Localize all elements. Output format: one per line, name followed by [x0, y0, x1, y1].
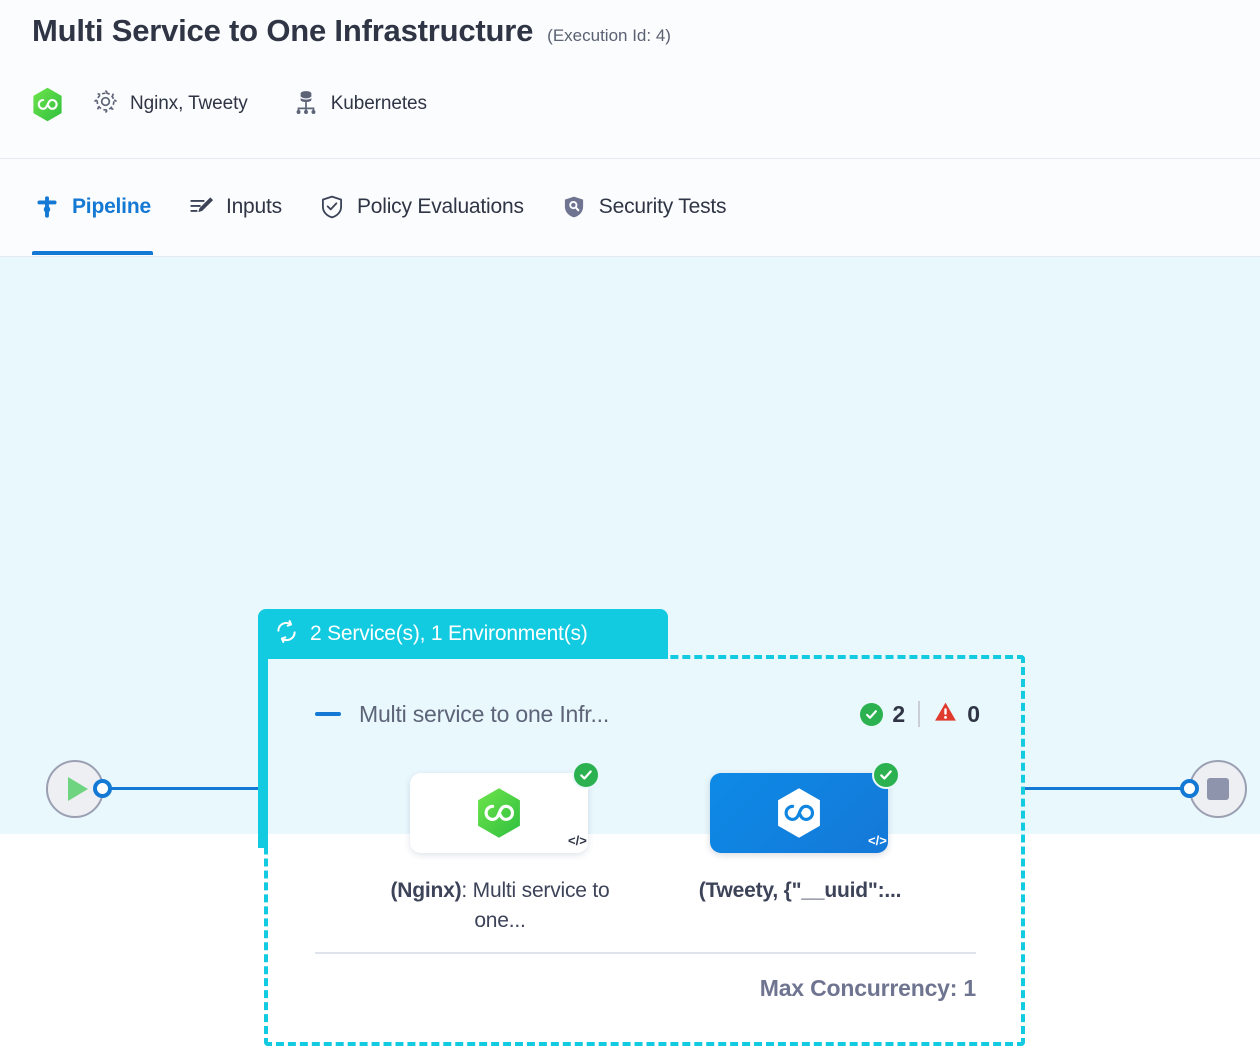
- service-label-nginx: (Nginx): Multi service to one...: [380, 876, 620, 936]
- code-icon[interactable]: </>: [568, 833, 587, 848]
- tab-security-tests[interactable]: Security Tests: [559, 159, 729, 255]
- shield-check-icon: [319, 194, 345, 220]
- warning-count: 0: [967, 700, 980, 727]
- pipeline-canvas[interactable]: 2 Service(s), 1 Environment(s) Multi ser…: [0, 257, 1260, 1046]
- start-node[interactable]: [46, 760, 104, 818]
- meta-row: Nginx, Tweety Kubernetes: [32, 84, 427, 124]
- service-label-nginx-bold: (Nginx): [390, 879, 462, 902]
- product-logo-group: [32, 87, 63, 122]
- inputs-icon: [188, 194, 214, 220]
- end-node-handle[interactable]: [1180, 779, 1199, 798]
- tab-pipeline-label: Pipeline: [72, 195, 151, 218]
- tab-bar: Pipeline Inputs Policy Evaluations: [0, 159, 1260, 257]
- tab-inputs-label: Inputs: [225, 195, 282, 218]
- max-concurrency-label: Max Concurrency: 1: [759, 975, 976, 1001]
- execution-id: (Execution Id: 4): [547, 26, 671, 45]
- service-label-nginx-rest: : Multi service to one...: [461, 879, 610, 932]
- code-icon[interactable]: </>: [868, 833, 887, 848]
- tab-pipeline[interactable]: Pipeline: [32, 159, 153, 255]
- stop-icon: [1207, 778, 1229, 800]
- group-status-counts: 2 0: [860, 700, 980, 729]
- service-label-tweety: (Tweety, {"__uuid":...: [680, 876, 920, 906]
- shield-scan-icon: [561, 194, 587, 220]
- edge-group-to-end: [1022, 787, 1190, 790]
- infrastructure-label: Kubernetes: [330, 93, 427, 114]
- database-cluster-icon: [292, 88, 320, 121]
- success-count: 2: [892, 700, 906, 727]
- page-header: Multi Service to One Infrastructure (Exe…: [0, 0, 1260, 159]
- counts-divider: [918, 701, 921, 727]
- check-circle-icon: [572, 761, 600, 789]
- pipeline-icon: [34, 194, 60, 220]
- hexagon-infinity-logo: [32, 87, 63, 122]
- hexagon-infinity-logo: [476, 787, 522, 839]
- check-circle-icon: [872, 761, 900, 789]
- service-card-tweety[interactable]: [710, 773, 888, 853]
- hexagon-infinity-logo: [776, 787, 822, 839]
- services-label: Nginx, Tweety: [130, 93, 248, 114]
- edge-start-to-group: [104, 787, 264, 790]
- tab-policy-evaluations-label: Policy Evaluations: [356, 195, 524, 218]
- service-card-nginx[interactable]: [410, 773, 588, 853]
- group-node-left-accent: [258, 653, 268, 848]
- tab-policy-evaluations[interactable]: Policy Evaluations: [317, 159, 526, 255]
- tab-inputs[interactable]: Inputs: [186, 159, 284, 255]
- page-title: Multi Service to One Infrastructure: [32, 13, 534, 48]
- title-row: Multi Service to One Infrastructure (Exe…: [32, 13, 671, 48]
- play-icon: [67, 777, 88, 801]
- loop-icon: [274, 619, 299, 649]
- group-title: Multi service to one Infr...: [359, 700, 610, 727]
- infrastructure-group: Kubernetes: [248, 88, 427, 121]
- minus-icon[interactable]: [315, 712, 341, 716]
- start-node-handle[interactable]: [93, 779, 112, 798]
- group-node-header[interactable]: 2 Service(s), 1 Environment(s): [258, 609, 668, 659]
- group-separator: [315, 952, 976, 954]
- check-circle-icon: [860, 702, 884, 726]
- gear-icon: [92, 88, 119, 120]
- warning-triangle-icon: [933, 700, 958, 729]
- service-label-tweety-bold: (Tweety, {"__uuid":...: [698, 879, 902, 902]
- tab-security-tests-label: Security Tests: [598, 195, 727, 218]
- services-group: Nginx, Tweety: [63, 88, 248, 120]
- group-title-row: Multi service to one Infr... 2 0: [315, 693, 980, 735]
- group-node-header-label: 2 Service(s), 1 Environment(s): [310, 622, 588, 645]
